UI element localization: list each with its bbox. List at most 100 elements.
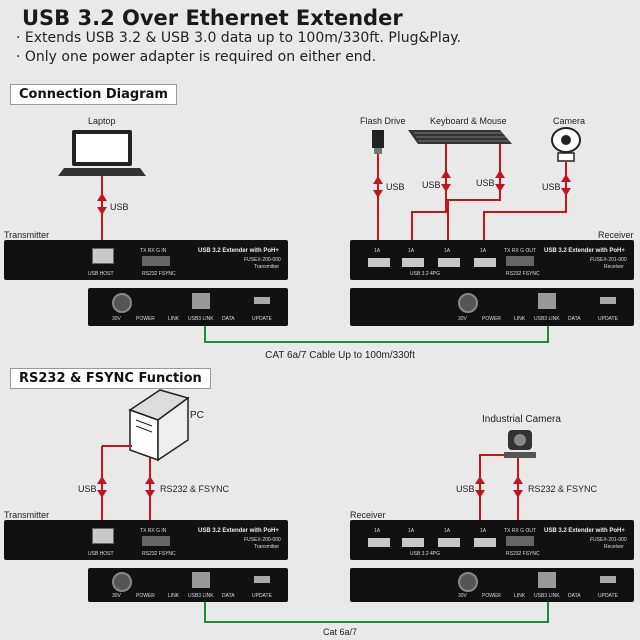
usb-label: USB (456, 484, 475, 494)
rs232-terminal (506, 536, 534, 546)
port-label: 1A (480, 248, 487, 254)
usb-port-4 (474, 538, 496, 547)
usb-line-mouse (447, 144, 501, 250)
transmitter-front-panel: USB HOST TX RX G IN RS232 FSYNC USB 3.2 … (4, 240, 288, 280)
rj45-port (192, 572, 210, 588)
usb-label: USB (110, 202, 129, 212)
device-name: USB 3.2 Extender with PoH+ (544, 248, 625, 254)
double-arrow-icon (441, 170, 451, 192)
link-label: LINK (168, 316, 180, 322)
rs232-fsync-label: RS232 FSYNC (506, 271, 540, 277)
power-label: POWER (136, 316, 155, 322)
port-header: TX RX G IN (140, 248, 167, 254)
power-jack (458, 572, 478, 592)
transmitter-rear-panel: 30V POWER LINK USB3 LINK DATA UPDATE (88, 568, 288, 602)
update-label: UPDATE (252, 593, 272, 599)
industrial-camera-icon (504, 430, 536, 458)
usb-label: USB (542, 182, 561, 192)
usb-port-1 (368, 258, 390, 267)
power-jack (112, 293, 132, 313)
port-label: 1A (480, 528, 487, 534)
port-label: 1A (408, 528, 415, 534)
device-role: Transmitter (254, 264, 280, 270)
usb-label: USB (78, 484, 97, 494)
link-label: LINK (514, 593, 526, 599)
device-model: FUSEX-201-000 (590, 537, 627, 543)
power-label: POWER (136, 593, 155, 599)
power-jack (112, 572, 132, 592)
update-label: UPDATE (598, 316, 618, 322)
section-heading-rs232: RS232 & FSYNC Function (10, 368, 211, 389)
update-label: UPDATE (252, 316, 272, 322)
receiver-rear-panel: 30V POWER LINK USB3 LINK DATA UPDATE (350, 288, 634, 326)
device-name: USB 3.2 Extender with PoH+ (198, 528, 279, 534)
receiver-front-panel: 1A 1A 1A 1A USB 3.2 4PG TX RX G OUT RS23… (350, 520, 634, 560)
double-arrow-icon (513, 476, 523, 498)
receiver-front-panel: 1A 1A 1A 1A USB 3.2 4PG TX RX G OUT RS23… (350, 240, 634, 280)
laptop-icon (58, 130, 146, 176)
device-role: Transmitter (254, 544, 280, 550)
rs232-terminal (506, 256, 534, 266)
rj45-port (192, 293, 210, 309)
data-label: DATA (222, 593, 235, 599)
usb-host-label: USB HOST (88, 271, 114, 277)
transmitter-rear-panel: 30V POWER LINK USB3 LINK DATA UPDATE (88, 288, 288, 326)
usb-host-label: USB HOST (88, 551, 114, 557)
double-arrow-icon (145, 476, 155, 498)
usb-label: USB (476, 178, 495, 188)
update-label: UPDATE (598, 593, 618, 599)
section-heading-connection: Connection Diagram (10, 84, 177, 105)
link-label: LINK (514, 316, 526, 322)
device-model: FUSEX-200-000 (244, 257, 281, 263)
usb-host-port (92, 528, 114, 544)
device-model: FUSEX-201-000 (590, 257, 627, 263)
port-label: 1A (444, 528, 451, 534)
power-rating: 30V (458, 593, 467, 599)
usb-port-4 (474, 258, 496, 267)
usb-link-label: USB3 LINK (188, 316, 214, 322)
usb-link-label: USB3 LINK (534, 316, 560, 322)
rs232-terminal (142, 536, 170, 546)
data-label: DATA (568, 316, 581, 322)
transmitter-front-panel: USB HOST TX RX G IN RS232 FSYNC USB 3.2 … (4, 520, 288, 560)
flash-drive-label: Flash Drive (360, 116, 406, 126)
rj45-port (538, 293, 556, 309)
usb-line-keyboard (411, 144, 447, 250)
receiver-rear-panel: 30V POWER LINK USB3 LINK DATA UPDATE (350, 568, 634, 602)
port-label: 1A (408, 248, 415, 254)
port-label: 1A (374, 248, 381, 254)
double-arrow-icon (97, 193, 107, 215)
double-arrow-icon (97, 476, 107, 498)
rs232-terminal (142, 256, 170, 266)
power-rating: 30V (458, 316, 467, 322)
transmitter-label: Transmitter (4, 230, 50, 240)
rj45-port (538, 572, 556, 588)
device-name: USB 3.2 Extender with PoH+ (198, 248, 279, 254)
device-role: Receiver (604, 264, 624, 270)
keyboard-icon (408, 130, 512, 144)
rs232-label: RS232 & FSYNC (528, 484, 598, 494)
laptop-label: Laptop (88, 116, 116, 126)
rs232-fsync-label: RS232 FSYNC (506, 551, 540, 557)
feature-bullet-1: · Extends USB 3.2 & USB 3.0 data up to 1… (16, 30, 462, 46)
usb32-label: USB 3.2 4PG (410, 271, 441, 277)
update-port (600, 576, 616, 583)
webcam-icon (551, 127, 581, 162)
usb-line-camera (483, 162, 567, 250)
cat-cable-line-2 (204, 598, 549, 623)
data-label: DATA (222, 316, 235, 322)
usb-port-2 (402, 538, 424, 547)
rs232-fsync-label: RS232 FSYNC (142, 271, 176, 277)
power-rating: 30V (112, 593, 121, 599)
cable-label: CAT 6a/7 Cable Up to 100m/330ft (265, 350, 415, 361)
power-jack (458, 293, 478, 313)
usb-link-label: USB3 LINK (188, 593, 214, 599)
page-title: USB 3.2 Over Ethernet Extender (22, 6, 403, 30)
usb-host-port (92, 248, 114, 264)
double-arrow-icon (373, 176, 383, 198)
rs232-label: RS232 & FSYNC (160, 484, 230, 494)
device-role: Receiver (604, 544, 624, 550)
data-label: DATA (568, 593, 581, 599)
usb-label: USB (386, 182, 405, 192)
